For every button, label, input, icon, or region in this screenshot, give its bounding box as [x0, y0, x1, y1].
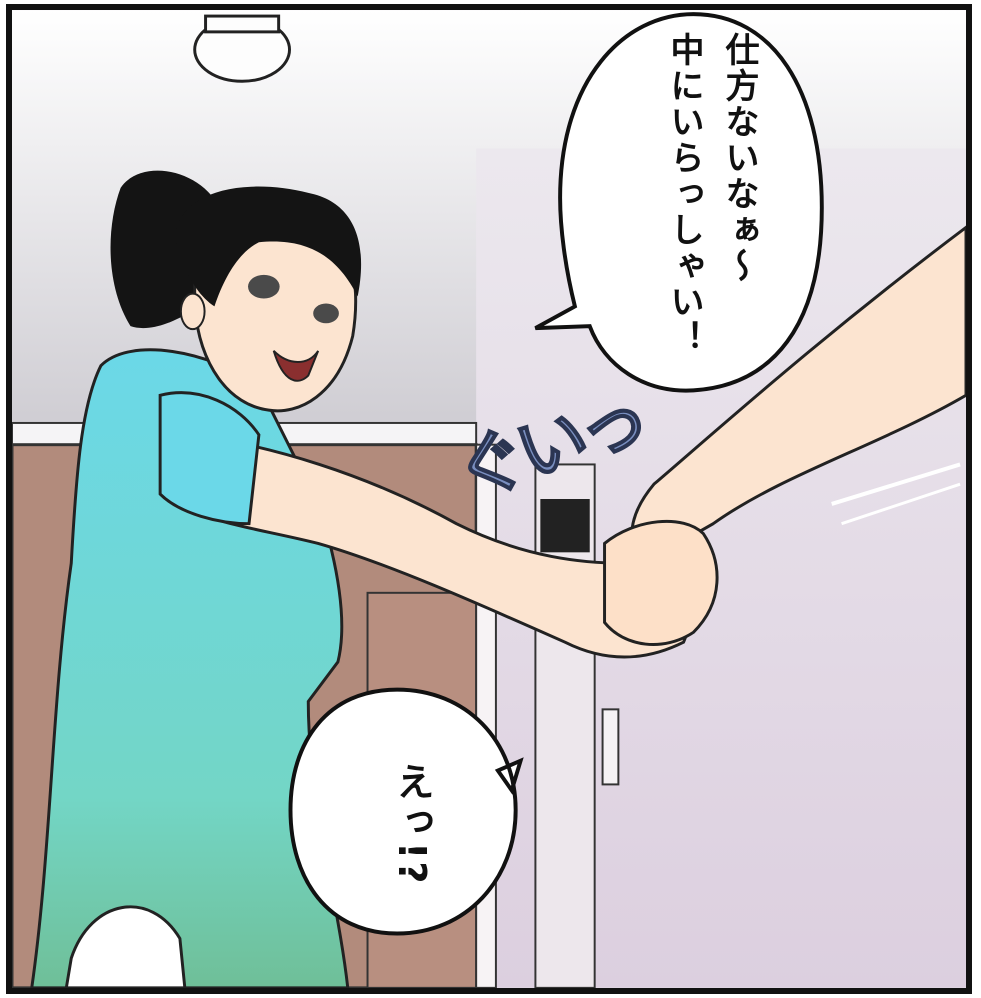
speech-bubble-1-line-1: 仕方ないなぁ～	[719, 32, 759, 284]
speech-bubble-2-text: えっ!?	[390, 762, 434, 886]
woman-arm	[183, 433, 706, 659]
other-person-arm	[630, 225, 966, 566]
door-latch	[540, 499, 590, 553]
underwear	[64, 905, 187, 988]
mouth	[272, 350, 320, 382]
eye-right	[313, 303, 339, 324]
panel-illustration	[12, 10, 966, 988]
door-frame	[475, 443, 497, 988]
light-switch	[601, 708, 620, 786]
speech-bubble-1-line-2: 中にいらっしゃい！	[664, 32, 704, 356]
speed-line	[841, 482, 961, 526]
eye-left	[248, 274, 280, 299]
hands	[603, 519, 719, 646]
hair-front	[174, 186, 362, 307]
speech-bubble-2-shape	[288, 687, 524, 936]
manga-panel: 仕方ないなぁ～ 中にいらっしゃい！ えっ!? ぐいっ	[6, 4, 972, 994]
speech-bubble-1-shape	[534, 12, 824, 393]
speed-line	[831, 462, 961, 506]
